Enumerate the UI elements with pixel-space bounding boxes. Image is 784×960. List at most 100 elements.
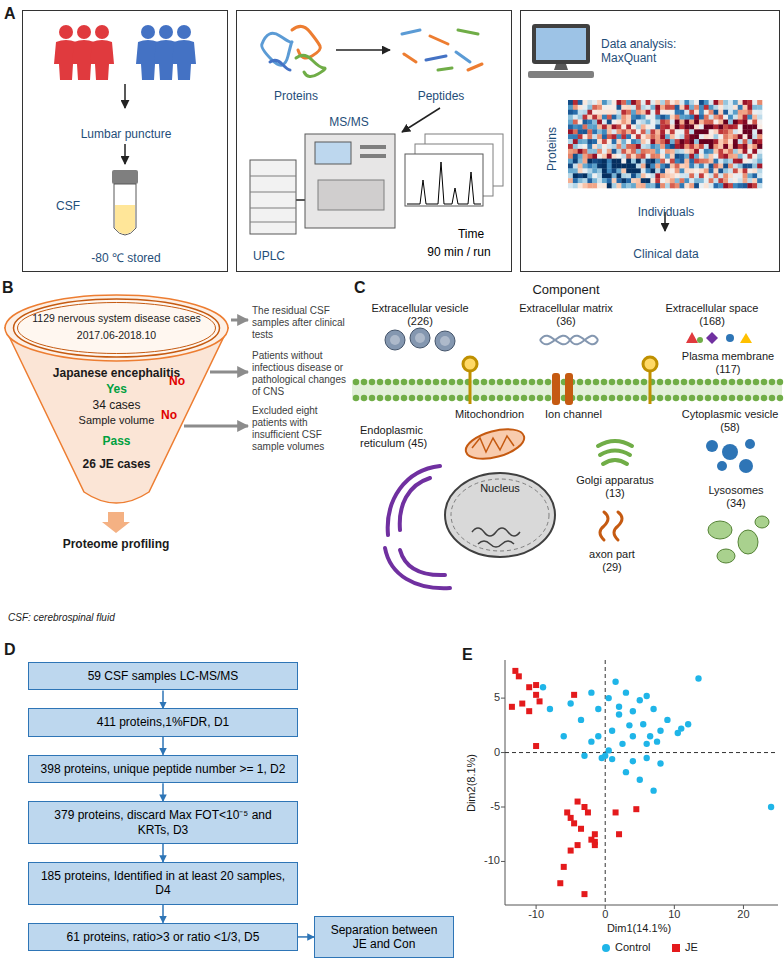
heatmap — [757, 149, 762, 154]
heatmap — [718, 134, 723, 139]
heatmap — [650, 110, 655, 115]
pca-plot — [592, 831, 598, 837]
heatmap — [757, 105, 762, 110]
heatmap — [689, 173, 694, 178]
cell-membrane — [385, 379, 391, 385]
node-text: Yes — [106, 382, 127, 396]
heatmap — [665, 120, 670, 125]
annotation-label: Ion channel — [545, 408, 602, 421]
heatmap — [747, 144, 752, 149]
heatmap — [573, 129, 578, 134]
pca-plot — [592, 839, 598, 845]
heatmap — [689, 129, 694, 134]
heatmap — [699, 183, 704, 188]
ion-channel-icon — [552, 373, 573, 405]
heatmap — [733, 173, 738, 178]
heatmap — [617, 129, 622, 134]
annotation-label: CSF: cerebrospinal fluid — [8, 612, 115, 624]
heatmap — [670, 105, 675, 110]
heatmap — [704, 178, 709, 183]
heatmap — [704, 105, 709, 110]
heatmap — [621, 134, 626, 139]
heatmap — [684, 154, 689, 159]
heatmap — [573, 110, 578, 115]
tick-label: 0 — [494, 746, 500, 759]
heatmap — [752, 164, 757, 169]
heatmap — [597, 139, 602, 144]
heatmap — [718, 168, 723, 173]
heatmap — [665, 168, 670, 173]
heatmap — [660, 183, 665, 188]
pca-plot — [519, 701, 525, 707]
protein-icons — [270, 60, 290, 70]
heatmap — [689, 139, 694, 144]
heatmap — [752, 139, 757, 144]
heatmap — [583, 168, 588, 173]
heatmap — [568, 139, 573, 144]
pca-plot — [602, 753, 608, 759]
heatmap — [592, 100, 597, 105]
heatmap — [573, 100, 578, 105]
heatmap — [568, 159, 573, 164]
cell-membrane — [369, 379, 375, 385]
heatmap — [709, 149, 714, 154]
heatmap — [743, 168, 748, 173]
heatmap — [607, 115, 612, 120]
pca-plot — [505, 660, 506, 905]
pca-plot — [768, 804, 774, 810]
heatmap — [607, 178, 612, 183]
heatmap — [704, 168, 709, 173]
heatmap — [684, 173, 689, 178]
heatmap — [718, 110, 723, 115]
heatmap — [670, 159, 675, 164]
cell-membrane — [577, 395, 583, 401]
heatmap — [694, 178, 699, 183]
heatmap — [583, 105, 588, 110]
chromatogram — [407, 162, 481, 204]
annotation-label: Extracellular matrix (36) — [510, 302, 622, 328]
heatmap — [733, 183, 738, 188]
pca-plot — [605, 747, 611, 753]
csf-tube — [112, 170, 138, 235]
node-text: Peptides — [418, 89, 465, 103]
heatmap — [738, 164, 743, 169]
heatmap — [704, 154, 709, 159]
heatmap — [612, 134, 617, 139]
heatmap — [699, 168, 704, 173]
pca-plot — [675, 730, 681, 736]
heatmap — [626, 159, 631, 164]
ms-instrument — [318, 180, 384, 210]
heatmap — [621, 124, 626, 129]
heatmap — [597, 129, 602, 134]
heatmap — [743, 149, 748, 154]
flow-arrow — [298, 936, 314, 938]
heatmap — [738, 178, 743, 183]
heatmap — [684, 183, 689, 188]
heatmap — [675, 144, 680, 149]
heatmap — [568, 178, 573, 183]
heatmap — [646, 173, 651, 178]
cell-membrane — [449, 379, 455, 385]
heatmap — [650, 183, 655, 188]
heatmap — [743, 115, 748, 120]
heatmap — [636, 120, 641, 125]
flow-arrow — [162, 844, 164, 862]
er-icon — [400, 550, 445, 575]
cell-membrane — [681, 395, 687, 401]
heatmap — [699, 129, 704, 134]
heatmap — [660, 154, 665, 159]
heatmap — [733, 168, 738, 173]
node-text: 2017.06-2018.10 — [77, 329, 156, 342]
heatmap — [626, 105, 631, 110]
heatmap — [733, 115, 738, 120]
heatmap — [602, 115, 607, 120]
cell-membrane — [761, 379, 767, 385]
heatmap — [573, 144, 578, 149]
matrix-icon — [540, 336, 598, 345]
heatmap — [704, 149, 709, 154]
heatmap — [578, 129, 583, 134]
pca-plot — [537, 698, 543, 704]
cytoplasmic-vesicle-icon — [722, 444, 738, 460]
heatmap — [738, 183, 743, 188]
heatmap — [607, 120, 612, 125]
